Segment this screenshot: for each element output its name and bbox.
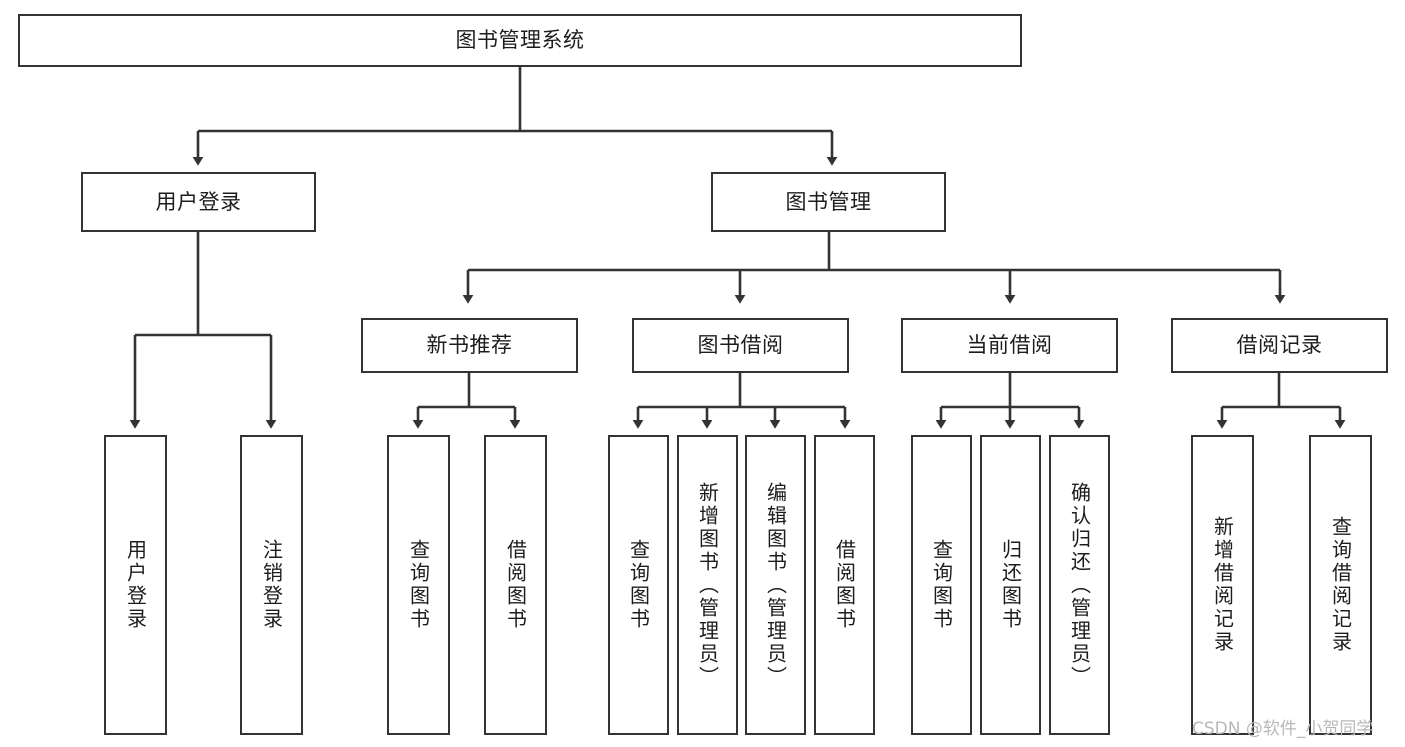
node-leaf-query-book-3[interactable]: 查询图书: [911, 435, 972, 735]
node-leaf-user-login-label: 用户登录: [123, 539, 148, 631]
node-leaf-add-record-label: 新增借阅记录: [1210, 516, 1235, 654]
node-user-login-label: 用户登录: [155, 189, 242, 214]
node-book-borrow-label: 图书借阅: [697, 333, 784, 358]
node-borrow-record-label: 借阅记录: [1236, 333, 1323, 358]
node-book-borrow[interactable]: 图书借阅: [632, 318, 849, 373]
node-leaf-query-book-3-label: 查询图书: [929, 539, 954, 631]
node-leaf-user-login[interactable]: 用户登录: [104, 435, 167, 735]
node-leaf-return-book-label: 归还图书: [998, 539, 1023, 631]
node-new-book-recommend[interactable]: 新书推荐: [361, 318, 578, 373]
node-borrow-record[interactable]: 借阅记录: [1171, 318, 1388, 373]
node-book-manage[interactable]: 图书管理: [711, 172, 946, 232]
node-new-book-recommend-label: 新书推荐: [426, 333, 513, 358]
node-leaf-add-record[interactable]: 新增借阅记录: [1191, 435, 1254, 735]
node-user-login[interactable]: 用户登录: [81, 172, 316, 232]
node-leaf-add-book[interactable]: 新增图书（管理员）: [677, 435, 738, 735]
node-leaf-query-book-1[interactable]: 查询图书: [387, 435, 450, 735]
node-leaf-borrow-book-1[interactable]: 借阅图书: [484, 435, 547, 735]
node-leaf-user-logout-label: 注销登录: [259, 539, 284, 631]
node-leaf-borrow-book-2-label: 借阅图书: [832, 539, 857, 631]
node-leaf-query-book-1-label: 查询图书: [406, 539, 431, 631]
node-leaf-borrow-book-2[interactable]: 借阅图书: [814, 435, 875, 735]
node-leaf-query-record-label: 查询借阅记录: [1328, 516, 1353, 654]
node-leaf-return-book[interactable]: 归还图书: [980, 435, 1041, 735]
node-leaf-query-book-2[interactable]: 查询图书: [608, 435, 669, 735]
node-leaf-edit-book-label: 编辑图书（管理员）: [763, 481, 788, 689]
node-leaf-add-book-label: 新增图书（管理员）: [695, 481, 720, 689]
node-leaf-confirm-return[interactable]: 确认归还（管理员）: [1049, 435, 1110, 735]
node-leaf-query-record[interactable]: 查询借阅记录: [1309, 435, 1372, 735]
node-current-borrow[interactable]: 当前借阅: [901, 318, 1118, 373]
node-leaf-borrow-book-1-label: 借阅图书: [503, 539, 528, 631]
node-leaf-edit-book[interactable]: 编辑图书（管理员）: [745, 435, 806, 735]
node-root-label: 图书管理系统: [455, 28, 585, 53]
node-root[interactable]: 图书管理系统: [18, 14, 1022, 67]
node-book-manage-label: 图书管理: [785, 189, 872, 214]
node-current-borrow-label: 当前借阅: [966, 333, 1053, 358]
node-leaf-query-book-2-label: 查询图书: [626, 539, 651, 631]
node-leaf-user-logout[interactable]: 注销登录: [240, 435, 303, 735]
node-leaf-confirm-return-label: 确认归还（管理员）: [1067, 481, 1092, 689]
csdn-watermark: CSDN @软件_小贺同学: [1192, 719, 1374, 739]
